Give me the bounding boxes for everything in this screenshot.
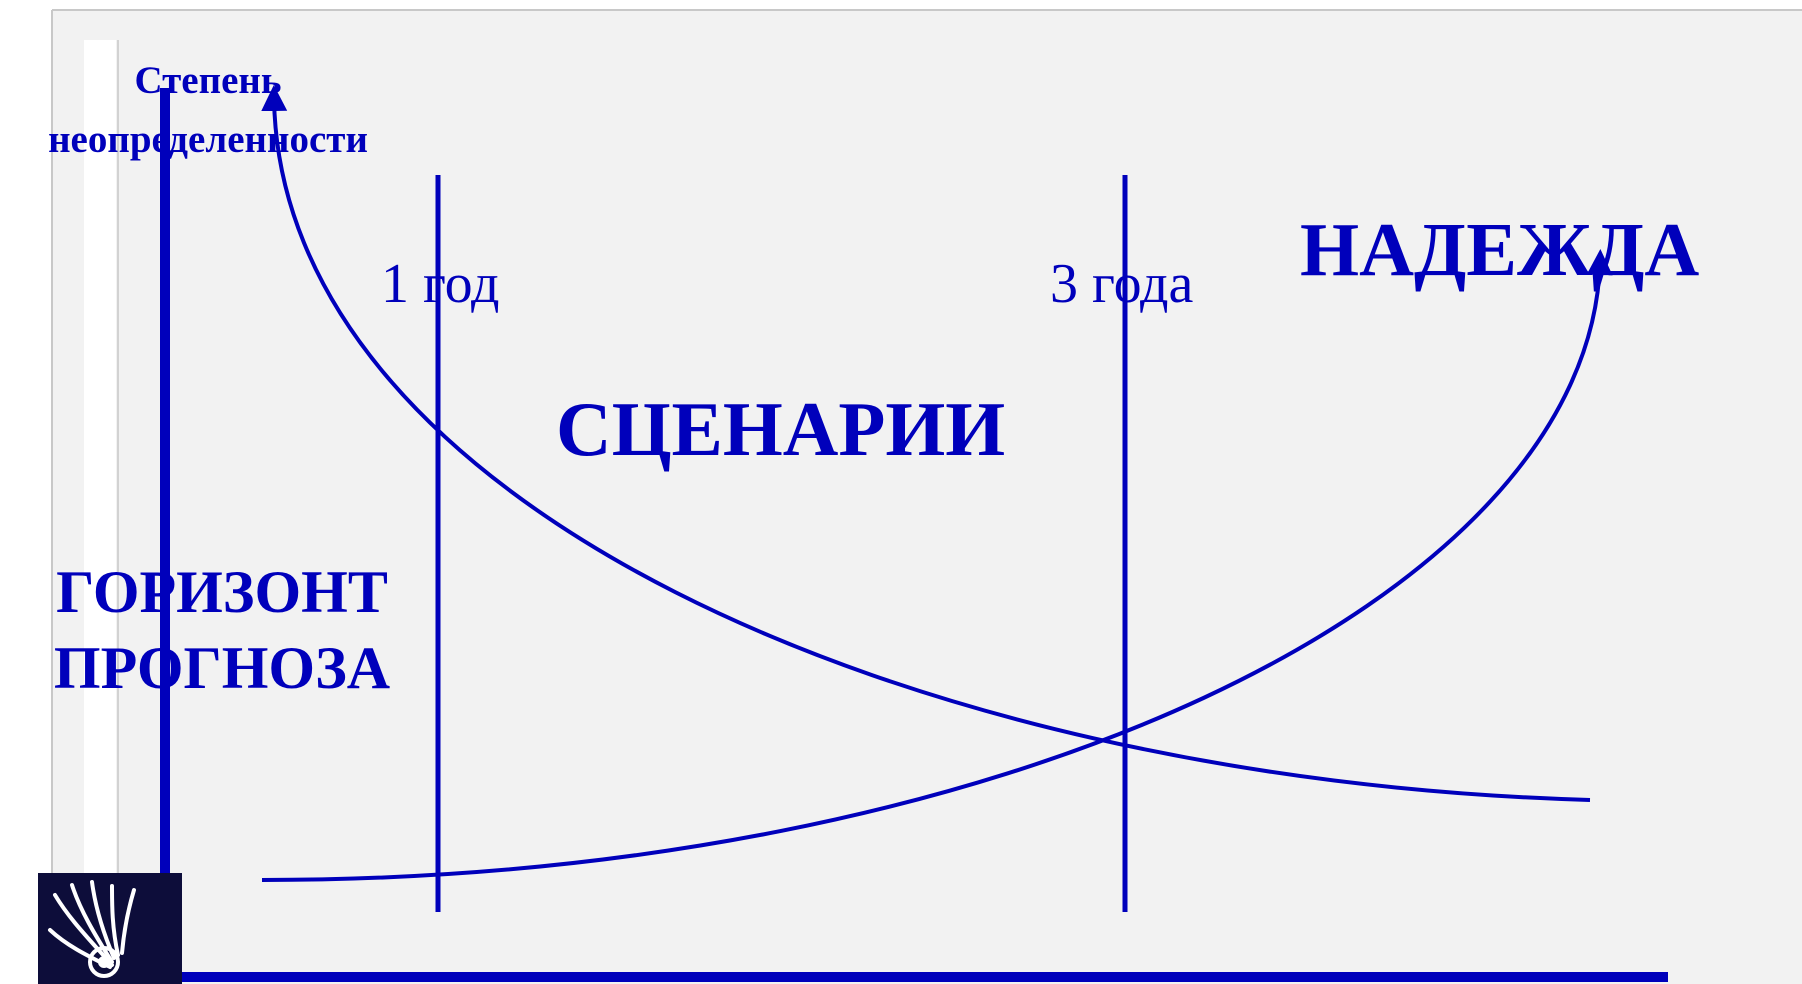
y-axis-label-line-1: Степень bbox=[135, 59, 282, 102]
marker-label-3-years: 3 года bbox=[1050, 253, 1193, 315]
uncertainty-curve bbox=[261, 85, 1591, 802]
hope-label: НАДЕЖДА bbox=[1300, 208, 1699, 292]
bird-wing-logo-icon bbox=[38, 873, 182, 984]
marker-label-1-year: 1 год bbox=[381, 253, 499, 315]
horizon-label-line-2: ПРОГНОЗА bbox=[54, 635, 390, 701]
slide-background bbox=[52, 10, 1802, 984]
scenarios-label: СЦЕНАРИИ bbox=[556, 386, 1005, 472]
horizon-label-line-1: ГОРИЗОНТ bbox=[56, 559, 388, 625]
left-margin-stripe bbox=[84, 40, 116, 984]
y-axis-label-line-2: неопределенности bbox=[48, 118, 368, 161]
hope-curve bbox=[261, 249, 1613, 882]
